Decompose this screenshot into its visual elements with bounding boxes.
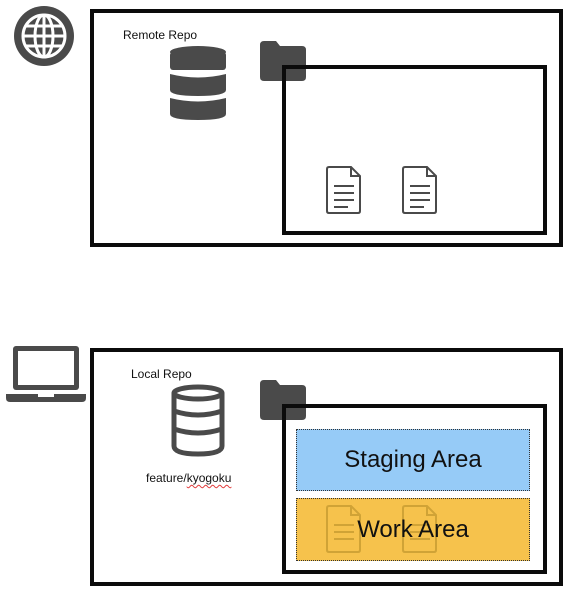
laptop-icon — [6, 344, 86, 404]
staging-area-label: Staging Area — [344, 446, 482, 473]
local-folder-box — [282, 404, 547, 574]
branch-name: kyogoku — [186, 471, 232, 485]
work-area: Work Area — [296, 498, 530, 561]
remote-repo-panel — [90, 9, 563, 247]
database-outline-icon — [170, 384, 226, 458]
work-area-label: Work Area — [357, 515, 469, 543]
local-repo-title: Local Repo — [131, 367, 192, 381]
remote-folder-box — [282, 65, 547, 235]
folder-icon — [260, 380, 306, 420]
globe-icon — [13, 5, 75, 67]
branch-label: feature/kyogoku — [146, 471, 231, 485]
database-icon — [170, 46, 226, 120]
document-icon — [402, 505, 438, 553]
document-icon — [402, 166, 438, 214]
remote-repo-title: Remote Repo — [123, 28, 198, 42]
local-repo-panel — [90, 348, 563, 586]
document-icon — [326, 166, 362, 214]
folder-icon — [260, 41, 306, 81]
document-icon — [326, 505, 362, 553]
branch-prefix: feature/ — [146, 471, 187, 485]
staging-area: Staging Area — [296, 429, 530, 491]
